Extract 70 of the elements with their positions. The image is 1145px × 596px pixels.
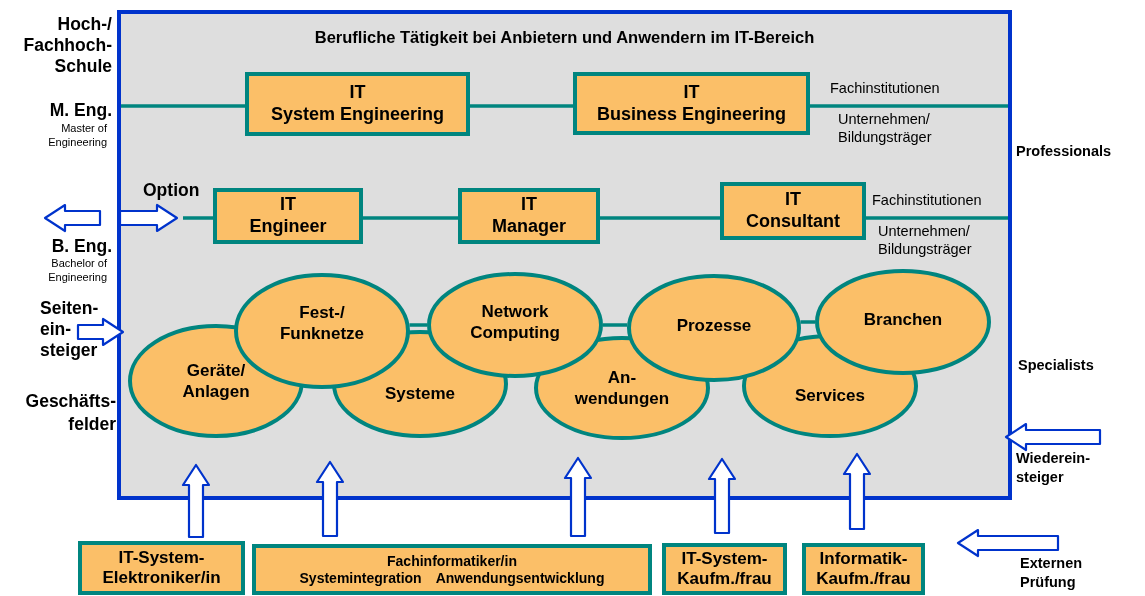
block-arrow — [1004, 422, 1102, 452]
side-label: Fachinstitutionen — [872, 192, 982, 210]
block-arrow — [181, 463, 211, 539]
ellipse-label: Services — [795, 385, 865, 407]
block-arrow — [76, 317, 125, 347]
box-label: IT — [521, 194, 537, 216]
block-arrow — [842, 452, 872, 531]
role-box — [213, 188, 363, 244]
role-box — [662, 543, 787, 595]
role-box — [802, 543, 925, 595]
box-label: System Engineering — [270, 104, 445, 126]
ellipse-label: Systeme — [385, 383, 455, 405]
block-arrow — [707, 457, 737, 535]
ellipse-label: An- wendungen — [574, 366, 670, 410]
side-label: B. Eng. — [51, 236, 112, 257]
side-label: Professionals — [1016, 143, 1112, 161]
side-label: Unternehmen/ Bildungsträger — [838, 110, 932, 147]
side-label: Seiten- ein- steiger — [40, 298, 99, 361]
side-label: M. Eng. — [49, 100, 112, 121]
side-label: Unternehmen/ Bildungsträger — [878, 222, 972, 259]
box-label: IT — [683, 81, 700, 104]
box-label: Informatik- Kaufm./frau — [816, 548, 911, 590]
box-label: Manager — [492, 216, 566, 238]
connector-line — [409, 323, 427, 327]
side-label: Option — [143, 180, 200, 201]
role-box — [458, 188, 600, 244]
box-label: IT — [785, 189, 801, 211]
side-label: Specialists — [1018, 357, 1094, 375]
frame-panel — [117, 10, 1012, 500]
box-label: Systemintegration — [299, 569, 422, 587]
role-box — [573, 72, 810, 135]
box-label: IT — [280, 194, 296, 216]
ellipse-label: Fest-/ Funknetze — [279, 301, 365, 345]
connector-line — [600, 216, 720, 220]
box-label: Consultant — [746, 211, 840, 233]
role-box — [245, 72, 470, 136]
connector-line — [603, 323, 628, 327]
connector-line — [800, 320, 815, 324]
ellipse-label: Prozesse — [676, 315, 752, 337]
side-label: Bachelor of Engineering — [47, 256, 107, 285]
box-label: Fachinformatiker/in — [386, 552, 518, 570]
connector-line — [470, 104, 573, 108]
block-arrow — [563, 456, 593, 538]
box-label: Engineer — [249, 216, 327, 238]
connector-line — [866, 216, 1008, 220]
role-box — [720, 182, 866, 240]
topic-ellipse — [427, 272, 603, 378]
role-box — [78, 541, 245, 595]
ellipse-label: Geräte/ Anlagen — [182, 359, 250, 403]
ellipse-label: Branchen — [863, 309, 943, 331]
ellipse-label: Network Computing — [470, 300, 560, 344]
connector-line — [810, 104, 1008, 108]
topic-ellipse — [815, 269, 991, 375]
block-arrow — [315, 460, 345, 538]
connector-line — [183, 216, 213, 220]
side-label: Fachinstitutionen — [830, 80, 940, 98]
connector-line — [363, 216, 458, 220]
connector-line — [121, 104, 245, 108]
box-label: Anwendungsentwicklung — [435, 569, 605, 587]
side-label: Master of Engineering — [47, 121, 107, 150]
box-label: IT-System- Elektroniker/in — [102, 547, 221, 589]
side-label: Externen Prüfung — [1020, 554, 1083, 592]
role-box — [252, 544, 652, 595]
frame-title: Berufliche Tätigkeit bei Anbietern und Anwendern im IT-Bereich — [313, 28, 816, 47]
box-label: Business Engineering — [596, 103, 787, 126]
box-label: IT-System- Kaufm./frau — [677, 548, 772, 590]
box-label: IT — [349, 82, 366, 104]
side-label: Geschäfts- felder — [25, 390, 116, 436]
side-label: Wiederein- steiger — [1016, 449, 1090, 487]
side-label: Hoch-/ Fachhoch- Schule — [23, 14, 112, 77]
